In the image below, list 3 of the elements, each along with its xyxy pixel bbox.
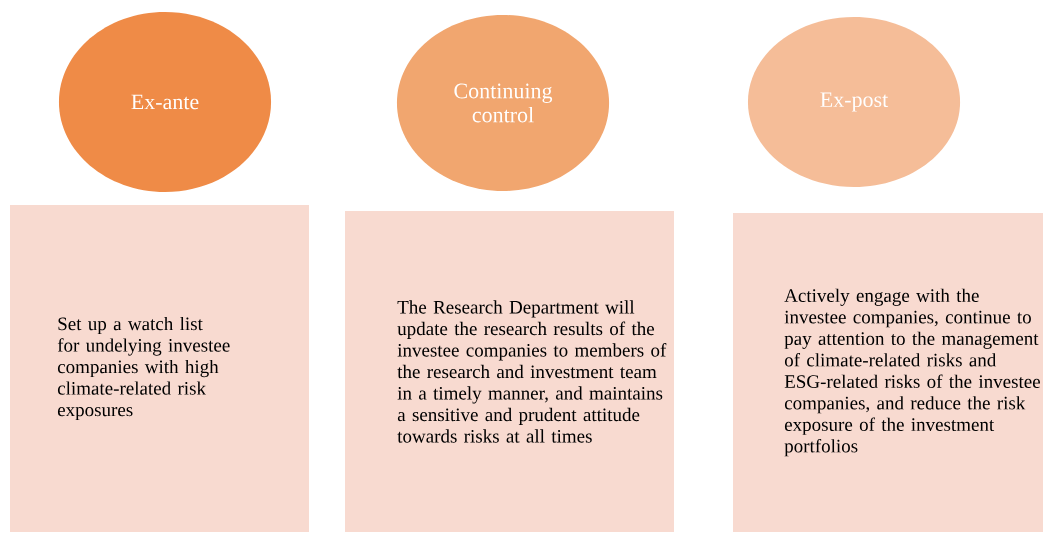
text-box: The Research Department will update the research results of the investee companies to members of the research and investment team in a timely manner, and maintains a sensitive and prudent attitude towards risks at all times [345, 211, 674, 532]
text-box: Set up a watch list for undelying investee companies with high climate-related risk exposures [10, 205, 309, 532]
text-box: Actively engage with the investee companies, continue to pay attention to the management of climate-related risks and ESG-related risks of the investee companies, and reduce the risk exposure of the investment portfolios [733, 213, 1043, 532]
